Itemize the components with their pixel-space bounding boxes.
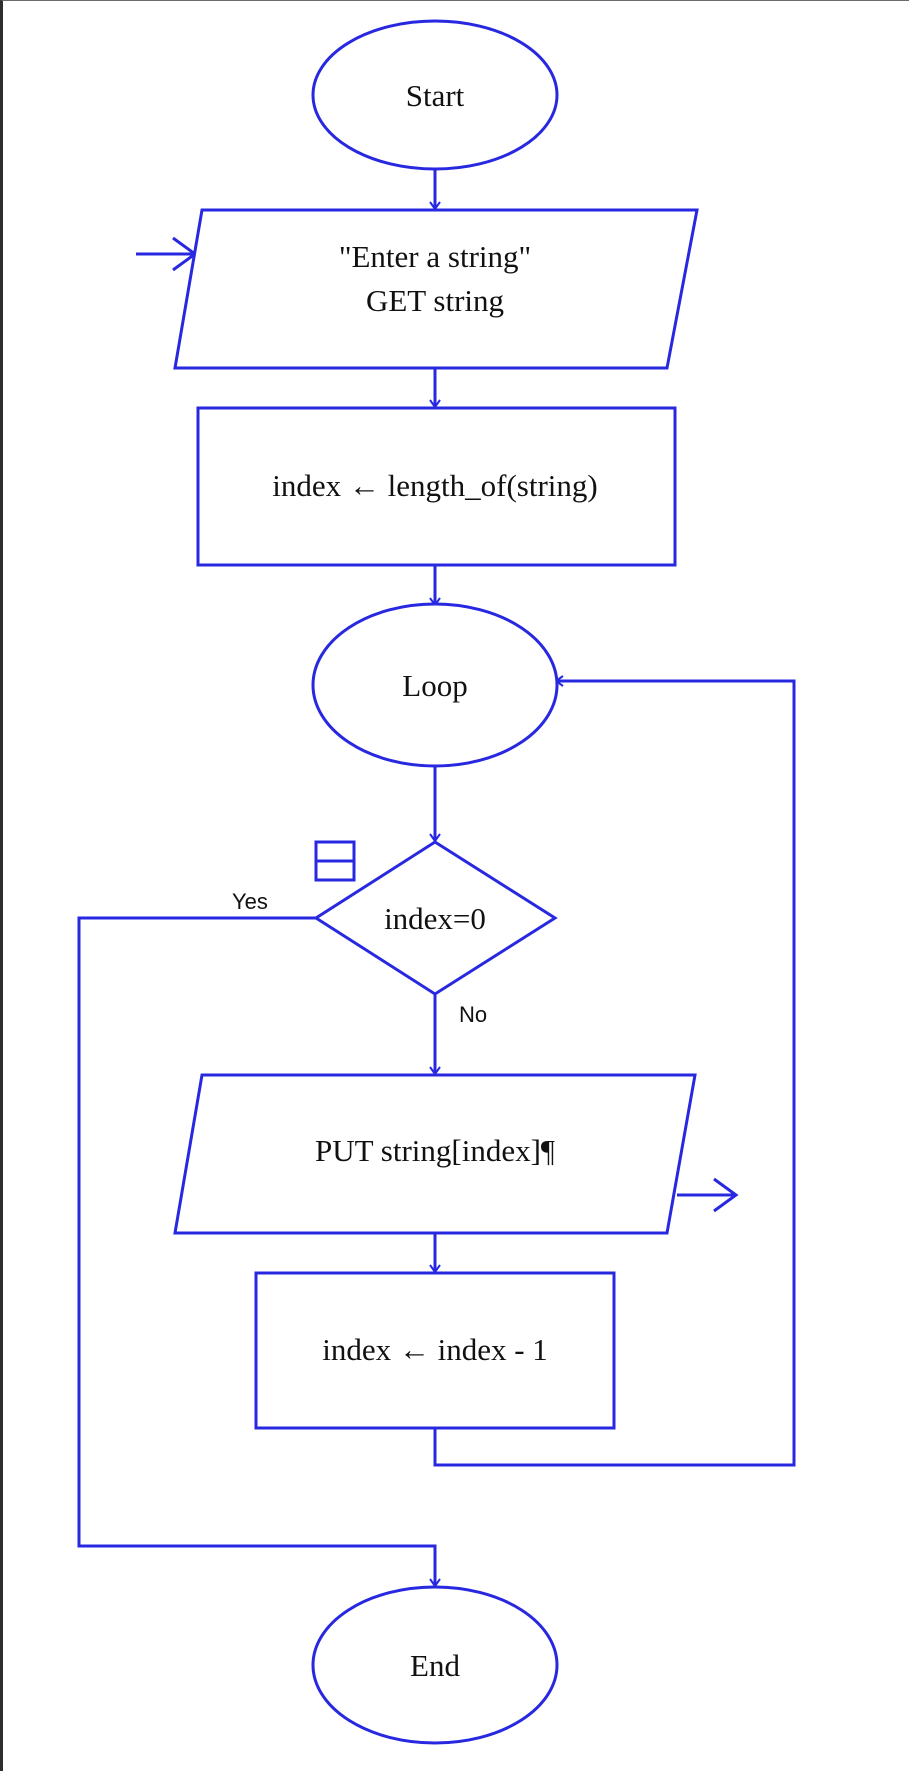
output-node[interactable]: PUT string[index]¶ — [173, 1073, 697, 1235]
end-label: End — [410, 1648, 460, 1683]
decision-label: index=0 — [384, 901, 486, 936]
edge-label-yes: Yes — [232, 889, 268, 914]
output-label: PUT string[index]¶ — [315, 1133, 555, 1168]
start-node[interactable]: Start — [311, 19, 559, 171]
input-get-label: GET string — [366, 283, 504, 318]
loop-label: Loop — [402, 668, 467, 703]
assign-length-rect — [196, 406, 677, 567]
start-ellipse — [311, 19, 559, 171]
edge-label-no: No — [459, 1002, 487, 1027]
flowchart-diagram: Start "Enter a string" GET string index … — [77, 19, 796, 1745]
assign-length-label: index ← length_of(string) — [272, 468, 597, 503]
end-node[interactable]: End — [311, 1585, 559, 1745]
decrement-node[interactable]: index ← index - 1 — [254, 1271, 616, 1430]
loop-node[interactable]: Loop — [311, 602, 559, 768]
decrement-rect — [254, 1271, 616, 1430]
collapse-box-icon[interactable] — [314, 840, 356, 882]
input-prompt-label: "Enter a string" — [339, 239, 531, 274]
input-node[interactable]: "Enter a string" GET string — [173, 208, 699, 370]
edge-yes-to-end — [77, 916, 437, 1586]
end-ellipse — [311, 1585, 559, 1745]
output-stream-arrowhead — [713, 1177, 739, 1213]
start-label: Start — [406, 78, 465, 113]
decision-diamond — [313, 840, 558, 996]
edge-loop-back — [433, 679, 796, 1467]
decrement-label: index ← index - 1 — [322, 1332, 548, 1367]
input-parallelogram — [173, 208, 699, 370]
decision-node[interactable]: index=0 — [313, 840, 558, 996]
assign-length-node[interactable]: index ← length_of(string) — [196, 406, 677, 567]
output-parallelogram — [173, 1073, 697, 1235]
loop-ellipse — [311, 602, 559, 768]
